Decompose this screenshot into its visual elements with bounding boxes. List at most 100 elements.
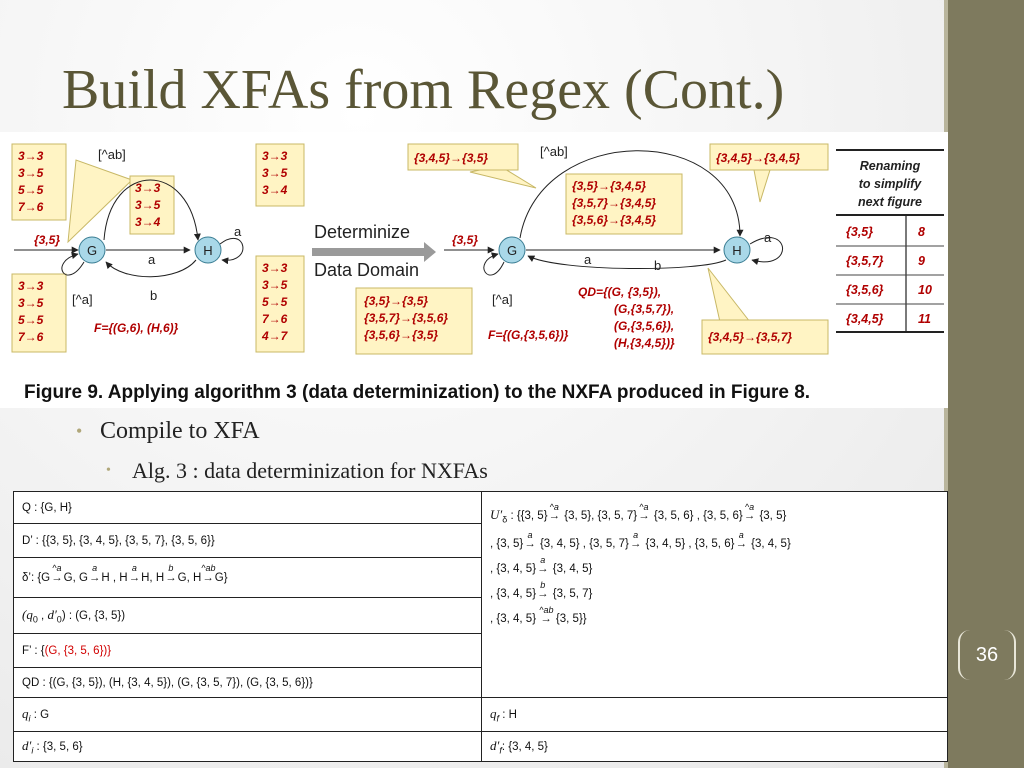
box-bl-line: 7→6 <box>18 330 44 344</box>
u-delta-arrow: b → <box>536 580 550 607</box>
box-tr-line: 3→3 <box>262 149 288 163</box>
renaming-header-line: to simplify <box>859 177 923 191</box>
page-number-text: 36 <box>975 643 999 666</box>
df-value: : {3, 4, 5} <box>501 740 548 753</box>
edge-label-b: b <box>654 258 661 273</box>
bullet-dot-icon: • <box>106 463 111 478</box>
u-delta-symbol: a <box>738 530 744 541</box>
bullet-list: • Compile to XFA • Alg. 3 : data determi… <box>70 414 930 488</box>
box-bl <box>355 287 473 355</box>
box-br-line: {3,4,5}→{3,5,7} <box>708 330 792 344</box>
box-tr <box>709 143 829 171</box>
qf-sub: f <box>496 713 500 724</box>
table-row: qi : G qf : H <box>13 697 948 732</box>
delta-arrow: a → <box>128 562 141 584</box>
renaming-id: 9 <box>918 254 925 268</box>
definition-table: Q : {G, H} U′δ : {{3, 5}^a → {3, 5}, {3,… <box>13 491 948 762</box>
box-tl-line: 3→3 <box>18 149 44 163</box>
self-loop-label: a <box>234 224 242 239</box>
box-br-line: 3→5 <box>262 278 288 292</box>
state-g-label: G <box>507 243 517 258</box>
delta-symbol: ^a <box>52 562 62 573</box>
edge-label-a: a <box>584 252 592 267</box>
u-delta-arrow: ^a → <box>548 502 562 529</box>
delta-target: G, H <box>177 571 202 584</box>
table-row: F’ : {(G, {3, 5, 6})} <box>13 633 948 668</box>
qi-value: : G <box>30 708 50 721</box>
cell-qf: qf : H <box>481 697 948 732</box>
box-center-line: 3→5 <box>135 198 161 212</box>
di-sub: i <box>31 745 34 756</box>
u-delta-symbol: ^a <box>549 502 559 512</box>
box-tl-line: 5→5 <box>18 183 44 197</box>
qf-label: q <box>490 705 497 721</box>
box-br-line: 7→6 <box>262 312 288 326</box>
u-delta-symbol: ^a <box>744 502 755 512</box>
delta-arrow: ^a → <box>51 562 63 584</box>
u-delta-symbol: a <box>527 530 533 541</box>
cell-qd: QD : {(G, {3, 5}), (H, {3, 4, 5}), (G, {… <box>13 667 482 698</box>
qd-line: QD={(G, {3,5}), <box>578 285 661 299</box>
u-delta-symbol: a <box>540 555 546 566</box>
renaming-set: {3,5,6} <box>846 283 884 297</box>
u-delta-symbol: a <box>633 530 639 541</box>
u-delta-sub: δ <box>502 514 508 525</box>
u-delta-line: , {3, 5}a → {3, 4, 5} , {3, 5, 7}a → {3,… <box>490 530 939 557</box>
qi-sub: i <box>28 713 31 724</box>
box-center <box>129 175 175 235</box>
d-prime-text: D’ : {{3, 5}, {3, 4, 5}, {3, 5, 7}, {3, … <box>22 534 215 547</box>
box-br-line: 4→7 <box>261 329 289 343</box>
state-g-circle <box>78 236 106 264</box>
df-sub: f <box>499 745 502 756</box>
cell-q: Q : {G, H} <box>13 491 482 524</box>
xfa-right: {3,4,5}→{3,5} {3,5}→{3,4,5} {3,5,7}→{3,4… <box>355 143 829 355</box>
box-center-line: 3→4 <box>135 215 161 229</box>
delta-symbol: b <box>168 562 174 573</box>
qf-value: : H <box>499 708 517 721</box>
u-delta-block: U′δ : {{3, 5}^a → {3, 5}, {3, 5, 7}^a → … <box>490 502 939 632</box>
qi-label: q <box>22 705 29 721</box>
box-br <box>255 255 305 353</box>
final-states-right: F={(G,{3,5,6})} <box>488 328 569 342</box>
delta-symbol: a <box>131 562 137 573</box>
edge-label-b: b <box>150 288 157 303</box>
renaming-set: {3,4,5} <box>846 312 884 326</box>
delta-target: G} <box>214 571 228 584</box>
box-tl <box>11 143 67 221</box>
delta-symbol: a <box>92 562 98 573</box>
u-delta-line: U′δ : {{3, 5}^a → {3, 5}, {3, 5, 7}^a → … <box>490 502 939 532</box>
u-delta-arrow: ^a → <box>637 502 651 529</box>
f-suffix: } <box>107 644 112 657</box>
edge-label-not-a: [^a] <box>72 292 93 307</box>
self-loop-label: a <box>764 230 772 245</box>
bullet-dot-icon: • <box>76 420 83 441</box>
u-delta-arrow: a → <box>734 530 748 557</box>
arrow-shape <box>312 242 436 262</box>
qd-line: (G,{3,5,7}), <box>614 302 674 316</box>
box-bl-line: 3→5 <box>18 296 44 310</box>
cell-d-prime: D’ : {{3, 5}, {3, 4, 5}, {3, 5, 7}, {3, … <box>13 523 482 558</box>
f-prefix: F’ : { <box>22 644 45 657</box>
renaming-set: {3,5} <box>846 225 873 239</box>
box-br-line: 5→5 <box>262 295 288 309</box>
u-delta-label: U′ <box>490 507 503 522</box>
box-center-line: {3,5}→{3,4,5} <box>572 179 646 193</box>
sub-bullet-text: Alg. 3 : data determinization for NXFAs <box>132 458 488 483</box>
box-center-line: {3,5,7}→{3,4,5} <box>572 196 656 210</box>
df-label: d′ <box>490 737 500 753</box>
renaming-set: {3,5,7} <box>846 254 884 268</box>
qd-line: (G,{3,5,6}), <box>614 319 674 333</box>
delta-target: H, H <box>141 571 165 584</box>
edge-label-not-a: [^a] <box>492 292 513 307</box>
box-tr-line: {3,4,5}→{3,4,5} <box>716 151 800 165</box>
edge-label-top: [^ab] <box>98 147 126 162</box>
u-delta-arrow: a → <box>523 530 537 557</box>
delta-arrow: b → <box>165 562 177 584</box>
state-g-circle <box>498 236 526 264</box>
table-row: (q0 , d′0) : (G, {3, 5}) <box>13 597 948 634</box>
delta-symbol: ^ab <box>201 562 216 573</box>
renaming-header-line: next figure <box>858 195 922 209</box>
box-bl-line: 3→3 <box>18 279 44 293</box>
box-br <box>701 319 829 355</box>
box-tl-line: {3,4,5}→{3,5} <box>414 151 488 165</box>
